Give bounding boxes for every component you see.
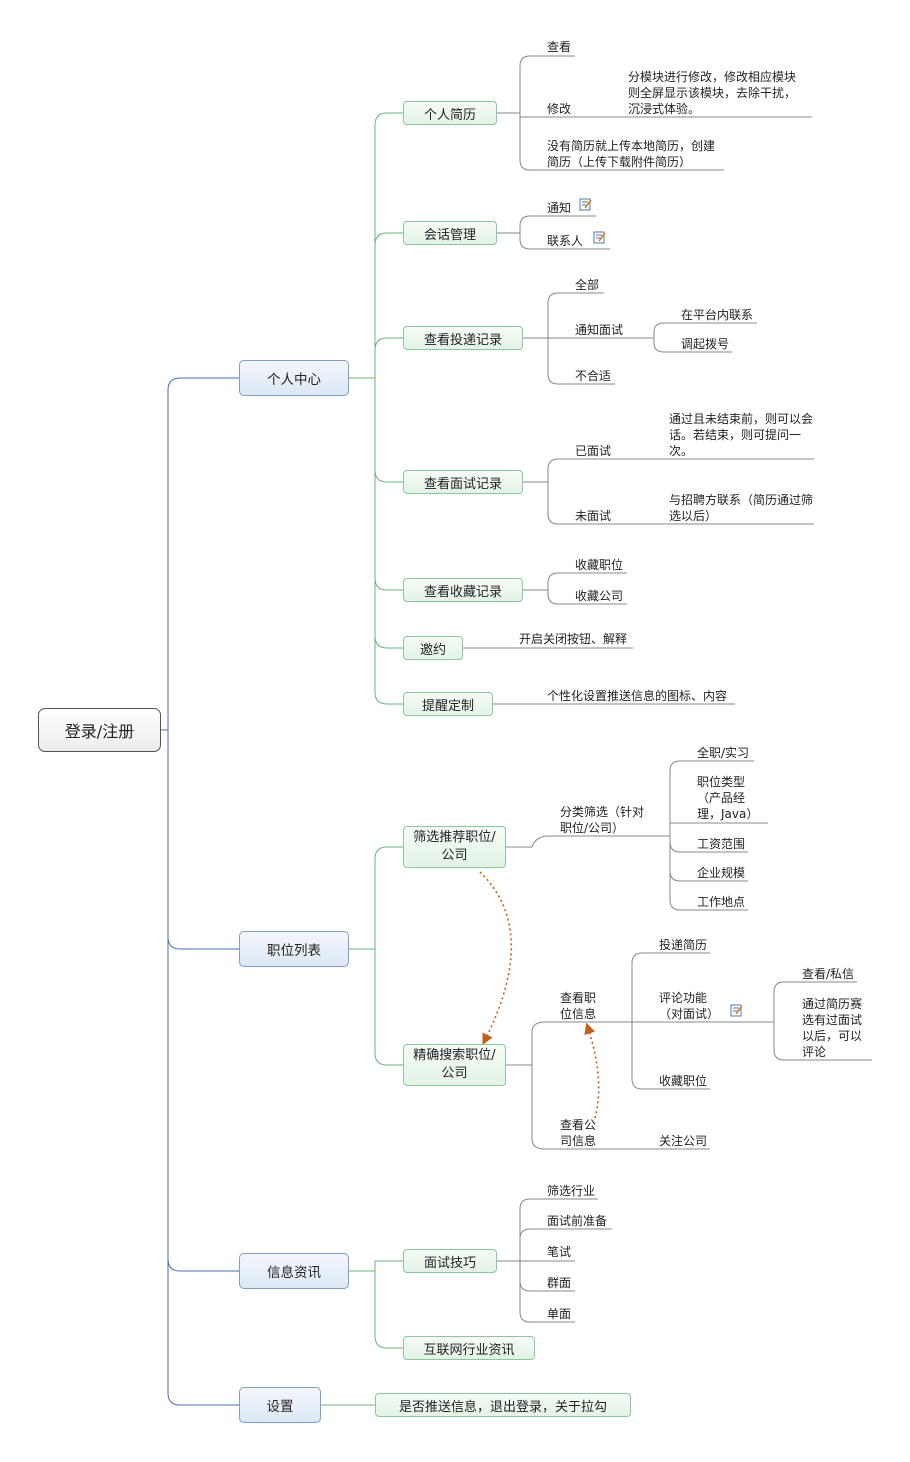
leaf-view-company[interactable]: 查看公司信息 bbox=[560, 1118, 597, 1148]
note-icon bbox=[730, 1004, 743, 1017]
leaf-remind-note[interactable]: 个性化设置推送信息的图标、内容 bbox=[547, 689, 728, 703]
root-node-login[interactable]: 登录/注册 bbox=[38, 708, 161, 752]
leaf-deliver[interactable]: 投递简历 bbox=[659, 938, 708, 952]
leaf-cat-type[interactable]: 职位类型（产品经理，Java） bbox=[697, 775, 759, 821]
leaf-cat-fulltime[interactable]: 全职/实习 bbox=[697, 746, 750, 760]
leaf-cat-salary[interactable]: 工资范围 bbox=[697, 837, 746, 851]
leaf-skill-industry[interactable]: 筛选行业 bbox=[547, 1184, 596, 1198]
node-news[interactable]: 互联网行业资讯 bbox=[403, 1336, 535, 1360]
node-info[interactable]: 信息资讯 bbox=[239, 1253, 349, 1289]
leaf-fav-companies[interactable]: 收藏公司 bbox=[575, 589, 624, 603]
node-settings-detail[interactable]: 是否推送信息，退出登录，关于拉勾 bbox=[375, 1393, 631, 1417]
leaf-follow[interactable]: 关注公司 bbox=[659, 1134, 708, 1148]
node-search[interactable]: 精确搜索职位/公司 bbox=[403, 1044, 506, 1086]
leaf-interview-not-note: 与招聘方联系（简历通过筛选以后） bbox=[669, 493, 814, 523]
node-skills[interactable]: 面试技巧 bbox=[403, 1249, 497, 1273]
leaf-resume-view[interactable]: 查看 bbox=[547, 40, 572, 54]
leaf-comment[interactable]: 评论功能（对面试） bbox=[659, 991, 720, 1021]
leaf-interview-done-note: 通过且未结束前，则可以会话。若结束，则可提问一次。 bbox=[669, 412, 814, 458]
node-delivery[interactable]: 查看投递记录 bbox=[403, 326, 523, 350]
node-invite[interactable]: 邀约 bbox=[403, 636, 463, 660]
leaf-interview-done[interactable]: 已面试 bbox=[575, 444, 612, 458]
leaf-interview-not[interactable]: 未面试 bbox=[575, 509, 612, 523]
leaf-comment-note: 通过简历赛选有过面试以后，可以评论 bbox=[802, 997, 863, 1059]
leaf-category[interactable]: 分类筛选（针对职位/公司） bbox=[560, 805, 645, 835]
leaf-skill-single[interactable]: 单面 bbox=[547, 1307, 572, 1321]
leaf-fav-jobs[interactable]: 收藏职位 bbox=[575, 558, 624, 572]
node-interview[interactable]: 查看面试记录 bbox=[403, 470, 523, 494]
leaf-cat-size[interactable]: 企业规模 bbox=[697, 866, 746, 880]
leaf-resume-edit[interactable]: 修改 bbox=[547, 102, 572, 116]
node-recommend[interactable]: 筛选推荐职位/公司 bbox=[403, 826, 506, 868]
leaf-chat-notice[interactable]: 通知 bbox=[547, 201, 572, 215]
leaf-delivery-call[interactable]: 调起拨号 bbox=[681, 337, 730, 351]
leaf-delivery-platform[interactable]: 在平台内联系 bbox=[681, 308, 754, 322]
node-job-list[interactable]: 职位列表 bbox=[239, 931, 349, 967]
leaf-chat-contacts[interactable]: 联系人 bbox=[547, 234, 584, 248]
leaf-delivery-all[interactable]: 全部 bbox=[575, 278, 600, 292]
node-favorites[interactable]: 查看收藏记录 bbox=[403, 578, 523, 602]
leaf-skill-prepare[interactable]: 面试前准备 bbox=[547, 1214, 608, 1228]
node-settings[interactable]: 设置 bbox=[239, 1387, 321, 1423]
leaf-delivery-unfit[interactable]: 不合适 bbox=[575, 369, 612, 383]
leaf-skill-written[interactable]: 笔试 bbox=[547, 1245, 572, 1259]
node-resume[interactable]: 个人简历 bbox=[403, 101, 497, 125]
relation-arrow-view-job bbox=[584, 1022, 600, 1119]
leaf-skill-group[interactable]: 群面 bbox=[547, 1276, 572, 1290]
node-personal-center[interactable]: 个人中心 bbox=[239, 360, 349, 396]
leaf-comment-view[interactable]: 查看/私信 bbox=[802, 967, 855, 981]
leaf-view-job[interactable]: 查看职位信息 bbox=[560, 991, 597, 1021]
note-icon bbox=[579, 198, 592, 211]
node-chat[interactable]: 会话管理 bbox=[403, 221, 497, 245]
leaf-resume-upload[interactable]: 没有简历就上传本地简历，创建简历（上传下载附件简历） bbox=[547, 139, 716, 169]
leaf-invite-note[interactable]: 开启关闭按钮、解释 bbox=[519, 632, 628, 646]
note-icon bbox=[593, 231, 606, 244]
leaf-cat-location[interactable]: 工作地点 bbox=[697, 895, 746, 909]
relation-arrow-search bbox=[479, 871, 513, 1046]
node-remind[interactable]: 提醒定制 bbox=[403, 692, 493, 716]
leaf-collect[interactable]: 收藏职位 bbox=[659, 1074, 708, 1088]
leaf-resume-edit-note: 分模块进行修改，修改相应模块则全屏显示该模块，去除干扰，沉浸式体验。 bbox=[628, 70, 797, 116]
leaf-delivery-notify[interactable]: 通知面试 bbox=[575, 323, 624, 337]
